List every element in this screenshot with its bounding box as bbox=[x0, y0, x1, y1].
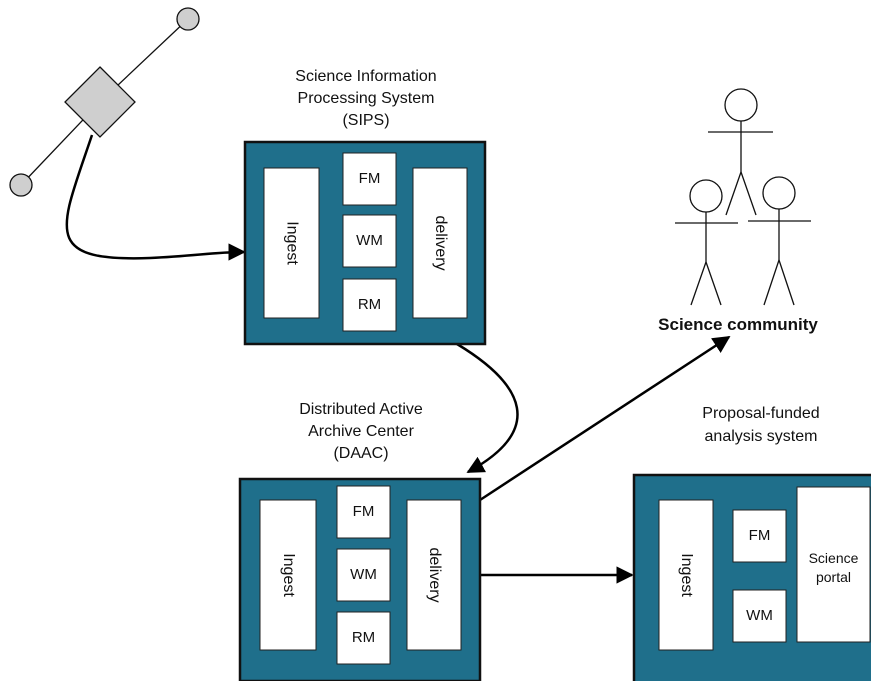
analysis-fm-label: FM bbox=[749, 527, 771, 544]
analysis-title-line-1: Proposal-funded bbox=[702, 405, 819, 422]
sips-wm-label: WM bbox=[356, 232, 383, 249]
community-label: Science community bbox=[658, 315, 818, 334]
analysis-portal-line-2: portal bbox=[816, 569, 851, 585]
daac-to-community-arrow bbox=[479, 335, 731, 502]
daac-fm-panel bbox=[336, 485, 391, 539]
person-icon bbox=[675, 179, 738, 306]
daac-title-line-2: Archive Center bbox=[308, 423, 414, 440]
sips-ingest-label: Ingest bbox=[283, 221, 300, 265]
daac-rm-label: RM bbox=[352, 629, 375, 646]
sips-to-daac-arrow bbox=[456, 342, 519, 474]
analysis-title: Proposal-funded analysis system bbox=[702, 405, 819, 445]
sips-rm-panel bbox=[342, 278, 397, 332]
sips-title-line-1: Science Information bbox=[295, 68, 436, 85]
sips-rm-label: RM bbox=[358, 296, 381, 313]
analysis-fm-panel bbox=[732, 509, 787, 563]
daac-wm-panel bbox=[336, 548, 391, 602]
daac-box: Ingest FM WM RM delivery bbox=[238, 477, 482, 681]
sips-fm-label: FM bbox=[359, 170, 381, 187]
person-icon bbox=[748, 176, 811, 306]
sips-box: Ingest FM WM RM delivery bbox=[243, 140, 487, 346]
daac-fm-label: FM bbox=[353, 503, 375, 520]
analysis-title-line-2: analysis system bbox=[705, 428, 818, 445]
community-people-icon bbox=[675, 88, 811, 306]
daac-title: Distributed Active Archive Center (DAAC) bbox=[299, 401, 423, 462]
sips-title-line-3: (SIPS) bbox=[342, 112, 389, 129]
daac-delivery-label: delivery bbox=[426, 547, 443, 602]
satellite-to-sips-arrow bbox=[65, 134, 246, 261]
sips-delivery-panel bbox=[412, 167, 468, 319]
sips-title-line-2: Processing System bbox=[298, 90, 435, 107]
sips-ingest-panel bbox=[263, 167, 320, 319]
daac-wm-label: WM bbox=[350, 566, 377, 583]
daac-rm-panel bbox=[336, 611, 391, 665]
sips-delivery-label: delivery bbox=[432, 215, 449, 270]
analysis-portal-line-1: Science bbox=[809, 550, 859, 566]
sips-title: Science Information Processing System (S… bbox=[295, 68, 436, 129]
person-icon bbox=[708, 88, 773, 216]
sips-wm-panel bbox=[342, 214, 397, 268]
daac-delivery-panel bbox=[406, 499, 462, 651]
analysis-ingest-label: Ingest bbox=[678, 553, 695, 597]
analysis-box: Ingest FM WM Science portal bbox=[632, 473, 871, 681]
analysis-wm-panel bbox=[732, 589, 787, 643]
daac-ingest-panel bbox=[259, 499, 317, 651]
satellite-icon bbox=[9, 7, 200, 197]
daac-title-line-3: (DAAC) bbox=[333, 445, 388, 462]
analysis-wm-label: WM bbox=[746, 607, 773, 624]
daac-ingest-label: Ingest bbox=[280, 553, 297, 597]
daac-title-line-1: Distributed Active bbox=[299, 401, 423, 418]
sips-fm-panel bbox=[342, 152, 397, 206]
analysis-portal-panel bbox=[796, 486, 871, 643]
analysis-ingest-panel bbox=[658, 499, 714, 651]
